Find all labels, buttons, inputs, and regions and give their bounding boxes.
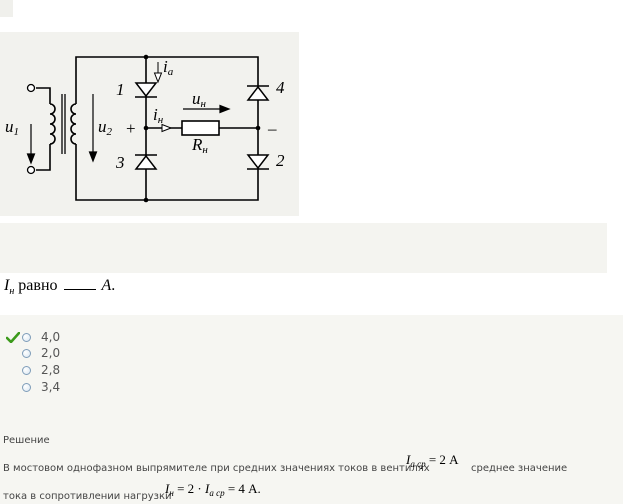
u1-label: u bbox=[5, 117, 14, 136]
svg-text:u1: u1 bbox=[5, 117, 19, 138]
option-1[interactable]: 4,0 bbox=[22, 330, 60, 344]
blank-panel bbox=[0, 223, 607, 273]
solution-title: Решение bbox=[3, 435, 50, 446]
radio-option-4[interactable] bbox=[22, 382, 31, 392]
diode-4-label: 4 bbox=[276, 78, 285, 97]
top-corner-box bbox=[0, 0, 13, 17]
question-text: Iн равно A. bbox=[4, 276, 116, 297]
ia-label: i bbox=[163, 57, 168, 76]
load-resistor bbox=[181, 120, 220, 136]
in-label: i bbox=[153, 105, 158, 124]
svg-text:u2: u2 bbox=[98, 117, 113, 138]
radio-option-1[interactable] bbox=[22, 332, 31, 342]
radio-option-3[interactable] bbox=[22, 365, 31, 375]
question-var: I bbox=[4, 277, 10, 294]
svg-text:iа: iа bbox=[163, 57, 174, 78]
circuit-figure: u1 u2 iа iн uн Rн 1 3 4 2 + – bbox=[0, 32, 299, 216]
option-2[interactable]: 2,0 bbox=[22, 346, 60, 360]
solution-line-1-end: среднее значение bbox=[471, 463, 568, 474]
svg-text:uн: uн bbox=[192, 89, 207, 110]
diode-4 bbox=[246, 85, 270, 101]
solution-line-2: тока в сопротивлении нагрузки bbox=[3, 491, 172, 502]
question-unit: A bbox=[101, 277, 112, 294]
answer-blank bbox=[63, 276, 96, 290]
question-word: равно bbox=[18, 277, 58, 294]
u2-label: u bbox=[98, 117, 107, 136]
check-icon bbox=[6, 332, 20, 343]
diode-1-label: 1 bbox=[116, 80, 125, 99]
un-label: u bbox=[192, 89, 201, 108]
rn-label: R bbox=[191, 135, 203, 154]
solution-line-1: В мостовом однофазном выпрямителе при ср… bbox=[3, 463, 430, 474]
minus-sign: – bbox=[267, 119, 277, 138]
radio-option-2[interactable] bbox=[22, 348, 31, 358]
answers-panel bbox=[0, 315, 623, 504]
diode-3 bbox=[134, 154, 158, 170]
formula-ia: Iа ср = 2 A bbox=[406, 452, 459, 469]
option-4[interactable]: 3,4 bbox=[22, 380, 60, 394]
svg-text:iн: iн bbox=[153, 105, 164, 126]
diode-1 bbox=[134, 82, 158, 98]
diode-2-label: 2 bbox=[276, 151, 285, 170]
diode-2 bbox=[246, 154, 270, 170]
plus-sign: + bbox=[126, 119, 136, 138]
formula-in: Iн = 2 · Iа ср = 4 A. bbox=[165, 481, 261, 498]
svg-text:Rн: Rн bbox=[191, 135, 208, 156]
bridge-rectifier-diagram: u1 u2 iа iн uн Rн 1 3 4 2 + – bbox=[5, 54, 285, 203]
diode-3-label: 3 bbox=[115, 153, 125, 172]
option-3[interactable]: 2,8 bbox=[22, 363, 60, 377]
